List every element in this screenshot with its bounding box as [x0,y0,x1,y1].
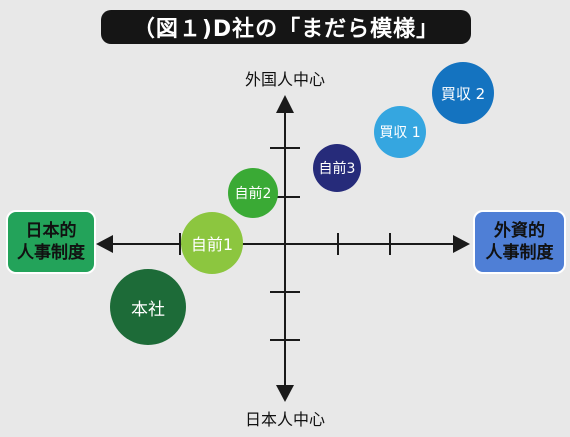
bubble-jizen3: 自前3 [313,144,361,192]
right-arrowhead [453,235,470,253]
left-box-line2: 人事制度 [17,243,85,263]
right-box-line2: 人事制度 [485,243,554,263]
bubble-honsha: 本社 [110,269,186,345]
axis-label-bottom: 日本人中心 [244,410,326,429]
down-arrowhead [276,385,294,402]
left-box-line1: 日本的 [25,221,77,241]
bubble-jizen1: 自前1 [181,212,243,274]
up-arrowhead [276,95,294,113]
right-box-foreign-hr: 外資的 人事制度 [473,210,566,274]
right-box-line1: 外資的 [494,221,545,241]
bubble-baishu2: 買収 2 [432,62,494,124]
left-box-japanese-hr: 日本的 人事制度 [6,210,96,274]
bubble-jizen2: 自前2 [228,168,278,218]
bubble-baishu1: 買収 1 [374,106,426,158]
diagram-title: （図１)D社の「まだら模様」 [101,10,471,44]
axis-label-top: 外国人中心 [244,70,326,89]
left-arrowhead [96,235,113,253]
